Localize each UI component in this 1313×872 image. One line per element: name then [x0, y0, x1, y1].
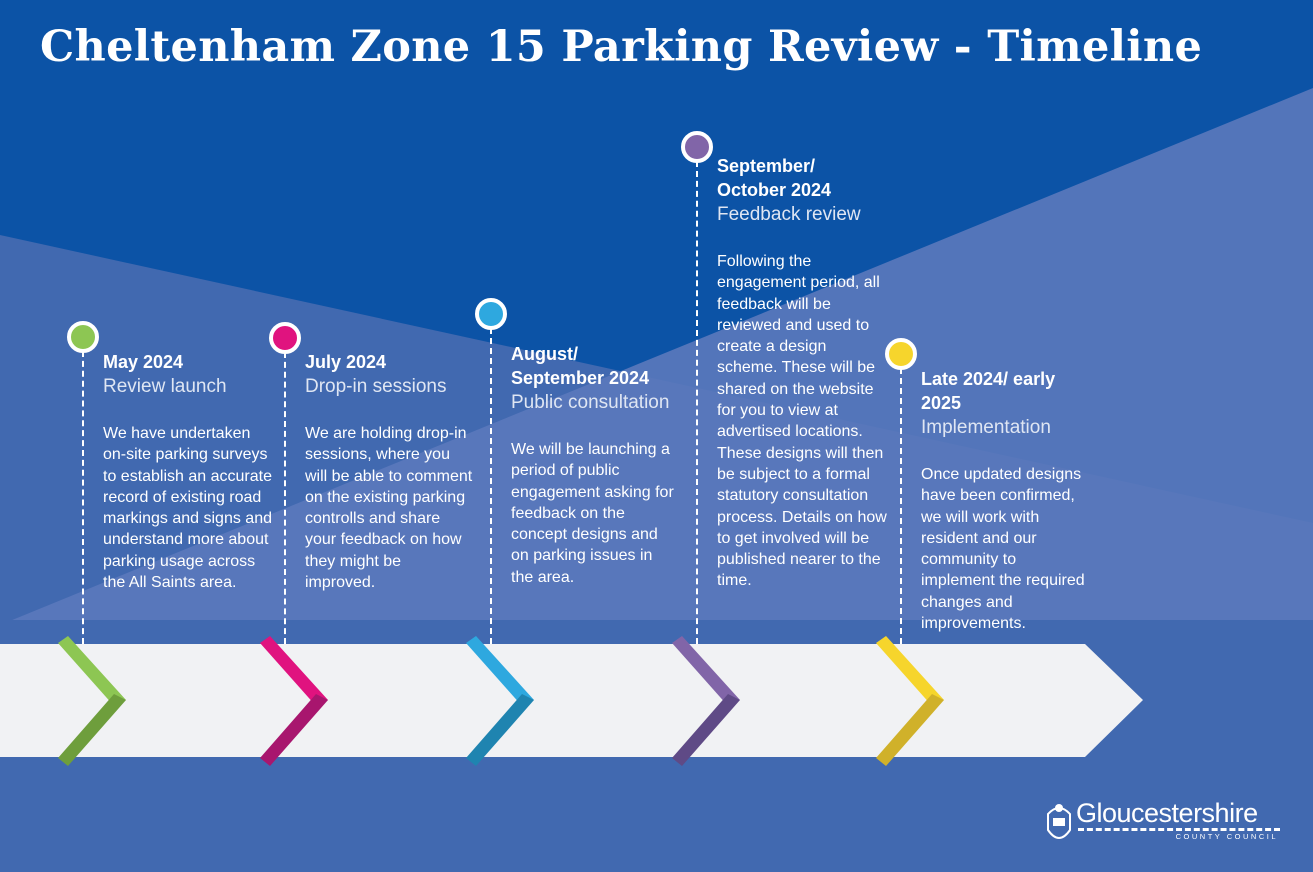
milestone-dot	[681, 131, 713, 163]
gloucestershire-logo: Gloucestershire COUNTY COUNCIL	[1042, 798, 1282, 844]
logo-name: Gloucestershire	[1076, 798, 1258, 828]
milestone-description: Once updated designs have been confirmed…	[921, 466, 1085, 633]
page-title: Cheltenham Zone 15 Parking Review - Time…	[40, 22, 1203, 72]
logo-divider	[1078, 828, 1280, 831]
milestone-connector	[696, 161, 698, 644]
milestone-dot	[885, 338, 917, 370]
milestone-subtitle: Drop-in sessions	[305, 376, 447, 397]
milestone-description: We will be launching a period of public …	[511, 441, 674, 586]
chevron-lower	[260, 694, 328, 766]
chevron-upper	[672, 636, 740, 706]
milestone-subtitle: Feedback review	[717, 204, 861, 225]
milestone-description: We have undertaken on-site parking surve…	[103, 425, 272, 592]
milestone-connector	[284, 352, 286, 644]
chevron-lower	[672, 694, 740, 766]
chevron-lower	[58, 694, 126, 766]
timeline-arrow-band	[0, 644, 1143, 757]
logo-tagline: COUNTY COUNCIL	[1175, 832, 1278, 841]
milestone-connector	[490, 328, 492, 644]
chevron-lower	[876, 694, 944, 766]
milestone-dot	[269, 322, 301, 354]
milestone-date: Late 2024/ early 2025	[921, 369, 1056, 413]
milestone-date: August/ September 2024	[511, 344, 650, 388]
milestone-subtitle: Public consultation	[511, 392, 670, 413]
milestone-description: We are holding drop-in sessions, where y…	[305, 425, 473, 592]
milestone-connector	[82, 351, 84, 644]
milestone-date: May 2024	[103, 352, 184, 372]
chevron-upper	[260, 636, 328, 706]
chevron-lower	[466, 694, 534, 766]
milestone-date: July 2024	[305, 352, 387, 372]
milestone-connector	[900, 368, 902, 644]
milestone-dot	[475, 298, 507, 330]
milestone-date: September/ October 2024	[717, 156, 832, 200]
chevron-upper	[466, 636, 534, 706]
milestone-subtitle: Review launch	[103, 376, 227, 397]
chevron-upper	[58, 636, 126, 706]
crest-icon	[1047, 804, 1071, 839]
milestone-dot	[67, 321, 99, 353]
chevron-upper	[876, 636, 944, 706]
milestone-description: Following the engagement period, all fee…	[717, 253, 887, 590]
milestone-subtitle: Implementation	[921, 417, 1051, 438]
